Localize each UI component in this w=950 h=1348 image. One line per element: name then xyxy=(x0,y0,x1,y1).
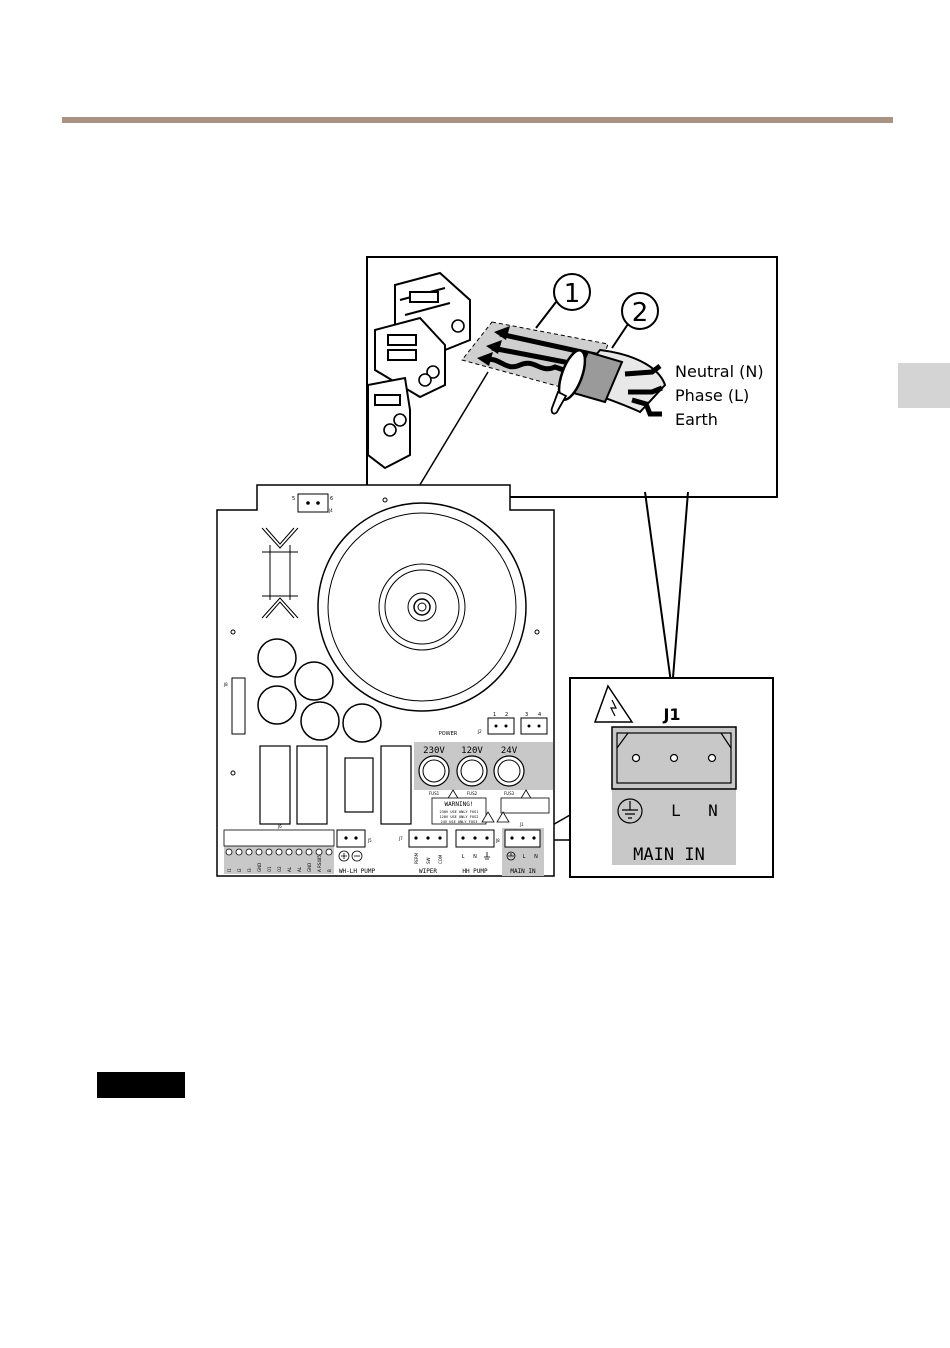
neutral-label: Neutral (N) xyxy=(675,362,764,381)
callout-2: 2 xyxy=(632,298,649,328)
svg-text:B: B xyxy=(327,869,332,872)
cable-detail: 1 2 Neutral (N) Phase (L) Earth xyxy=(367,257,777,497)
svg-text:24V: 24V xyxy=(501,746,518,756)
svg-text:FUS2: FUS2 xyxy=(467,791,478,796)
svg-text:GND: GND xyxy=(257,863,262,872)
svg-text:6: 6 xyxy=(330,496,333,502)
svg-text:I3: I3 xyxy=(247,868,252,872)
svg-text:N: N xyxy=(534,854,538,860)
svg-text:I2: I2 xyxy=(237,868,242,872)
zoom-caption: MAIN IN xyxy=(633,845,705,865)
svg-text:1: 1 xyxy=(493,712,496,718)
svg-text:J1: J1 xyxy=(519,822,524,827)
svg-text:AL: AL xyxy=(297,866,302,872)
svg-text:J8: J8 xyxy=(223,682,228,687)
svg-text:J5: J5 xyxy=(367,838,372,843)
zoom-pin-l: L xyxy=(671,801,681,820)
wiper-label: WIPER xyxy=(419,868,437,875)
svg-text:L: L xyxy=(523,854,526,860)
svg-text:I1: I1 xyxy=(227,868,232,872)
svg-text:N: N xyxy=(473,854,477,860)
svg-text:J2: J2 xyxy=(477,729,482,734)
circuit-board: 5 6 J4 J8 xyxy=(217,485,554,876)
svg-text:AL: AL xyxy=(287,866,292,872)
phase-label: Phase (L) xyxy=(675,386,749,405)
svg-text:COM: COM xyxy=(438,854,443,864)
svg-text:L: L xyxy=(462,854,465,860)
main-in-zoom: J1 L N MAIN IN xyxy=(570,678,773,877)
svg-text:24V USE ONLY FUS3: 24V USE ONLY FUS3 xyxy=(441,820,478,824)
svg-text:J4: J4 xyxy=(328,508,333,513)
svg-text:FUS1: FUS1 xyxy=(429,791,440,796)
svg-text:A RS485: A RS485 xyxy=(317,855,322,872)
wh-lh-pump-label: WH-LH PUMP xyxy=(339,868,376,875)
board-warning: WARNING! xyxy=(445,801,474,808)
svg-text:J6: J6 xyxy=(277,824,282,829)
svg-text:PERM: PERM xyxy=(414,852,419,864)
svg-text:5: 5 xyxy=(292,496,295,502)
svg-text:J8: J8 xyxy=(495,838,500,843)
svg-text:120V: 120V xyxy=(461,746,483,756)
svg-text:J7: J7 xyxy=(398,836,403,841)
svg-text:GND: GND xyxy=(307,863,312,872)
earth-label: Earth xyxy=(675,410,718,429)
svg-text:230V USE ONLY FUS1: 230V USE ONLY FUS1 xyxy=(440,810,479,814)
svg-text:SW: SW xyxy=(426,857,431,864)
zoom-pin-n: N xyxy=(708,801,718,820)
hh-pump-label: HH PUMP xyxy=(462,868,488,875)
svg-text:230V: 230V xyxy=(423,746,445,756)
power-label: POWER xyxy=(439,731,458,737)
svg-text:4: 4 xyxy=(538,712,541,718)
svg-text:O1: O1 xyxy=(267,866,272,872)
zoom-connector-label: J1 xyxy=(662,705,680,724)
svg-text:120V USE ONLY FUS2: 120V USE ONLY FUS2 xyxy=(440,815,479,819)
svg-text:FUS3: FUS3 xyxy=(504,791,515,796)
svg-text:O2: O2 xyxy=(277,866,282,872)
main-in-label: MAIN IN xyxy=(510,868,536,875)
svg-text:3: 3 xyxy=(525,712,528,718)
svg-text:2: 2 xyxy=(505,712,508,718)
callout-1: 1 xyxy=(564,279,581,309)
